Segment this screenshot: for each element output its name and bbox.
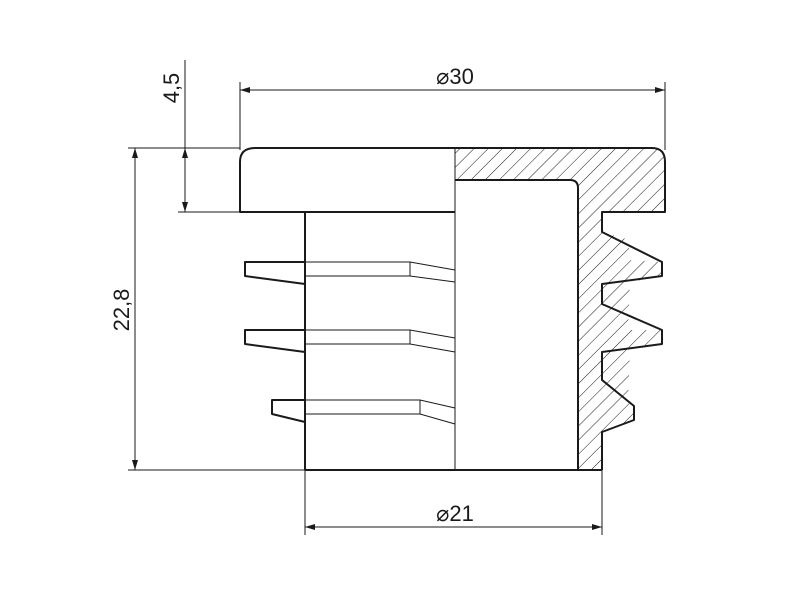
section-outline [455,147,666,470]
bottom-diameter-value: 21 [449,501,473,526]
dimension-total-height: 22,8 [109,147,305,471]
top-diameter-label: ⌀30 [436,64,474,89]
diameter-symbol-top: ⌀ [436,64,449,89]
total-height-label: 22,8 [109,289,134,332]
top-diameter-value: 30 [449,64,473,89]
dimension-cap-height: 4,5 [159,60,240,213]
diameter-symbol-bottom: ⌀ [436,501,449,526]
section-hatching [455,148,665,470]
dimension-bottom-diameter: ⌀21 [304,470,603,535]
dimension-top-diameter: ⌀30 [239,64,666,150]
outside-view [239,147,602,471]
bottom-diameter-label: ⌀21 [436,501,474,526]
cap-height-label: 4,5 [159,73,184,104]
